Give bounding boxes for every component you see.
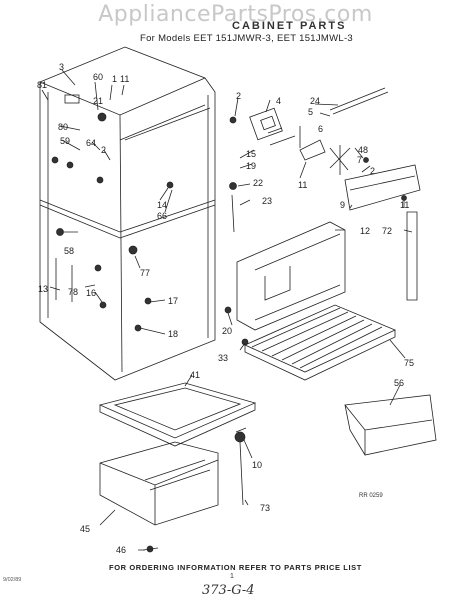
part-label: 22 [253,178,263,188]
part-label: 16 [86,288,96,298]
part-label: 20 [222,326,232,336]
part-label: 11 [120,74,129,84]
part-label: 18 [168,329,178,339]
part-label: 80 [58,122,68,132]
part-label: 77 [140,268,150,278]
part-label: 11 [400,200,409,210]
part-label: 15 [246,149,256,159]
part-label: 23 [262,196,272,206]
damper-control [142,427,247,553]
part-label: 14 [157,200,167,210]
cabinet-liner [39,46,216,381]
part-label: 2 [101,145,106,155]
part-label: 1 [112,74,117,84]
part-labels: 3 81 60 21 1 11 80 59 64 2 14 66 58 77 1… [37,62,414,555]
part-label: 33 [218,353,228,363]
bottom-left-code: 9/02/89 [3,577,22,583]
part-label: 10 [252,460,262,470]
diagram-subtitle: For Models EET 151JMWR-3, EET 151JMWL-3 [140,33,354,44]
wire-shelf [244,304,396,381]
part-label: 2 [236,91,241,101]
crisper-drawer [99,441,219,526]
part-label: 81 [37,80,47,90]
part-label: 4 [276,96,281,106]
control-parts [224,87,421,346]
part-label: 66 [157,211,167,221]
part-label: 73 [260,503,270,513]
part-label: 6 [318,124,323,134]
part-label: 21 [93,96,103,106]
part-label: 58 [64,246,74,256]
part-label: 64 [86,138,96,148]
part-label: 24 [310,96,320,106]
part-label: 17 [168,296,178,306]
part-label: 59 [60,136,70,146]
door-bin [344,394,437,456]
leader-lines [41,69,413,551]
part-label: 19 [246,161,256,171]
part-label: 13 [38,284,48,294]
page-number: 1 [230,573,234,580]
part-label: 9 [340,200,345,210]
ordering-note: FOR ORDERING INFORMATION REFER TO PARTS … [109,563,362,572]
diagram-title: CABINET PARTS [232,20,347,32]
part-label: 11 [298,180,307,190]
part-label: 60 [93,72,103,82]
part-label: 45 [80,524,90,534]
part-label: 72 [382,226,392,236]
part-label: 75 [404,358,414,368]
side-bracket [401,195,418,301]
part-label: 46 [116,545,126,555]
handwritten-note: 373-G-4 [202,583,255,598]
back-panel [236,221,346,331]
part-label: 5 [308,107,313,117]
part-label: 56 [394,378,404,388]
part-label: 12 [360,226,370,236]
part-label: 48 [358,145,368,155]
part-label: 78 [68,287,78,297]
watermark: AppliancePartsPros.com [98,2,373,27]
part-label: 3 [59,62,64,72]
part-label: 7 [357,155,362,165]
diagram-code: RR 0259 [359,493,383,499]
part-label: 41 [190,370,200,380]
crisper-cover [98,382,257,447]
part-label: 2 [370,166,375,176]
